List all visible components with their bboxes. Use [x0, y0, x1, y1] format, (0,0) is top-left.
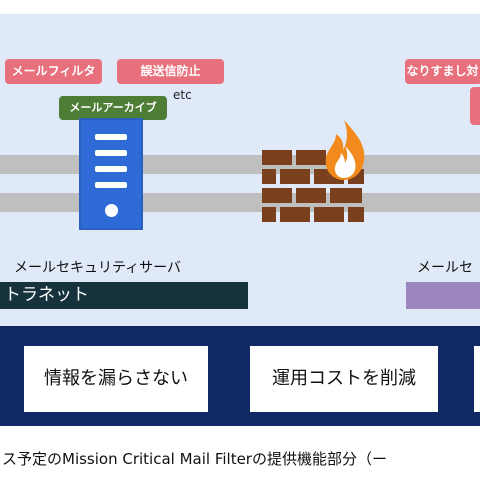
benefit-right-partial — [474, 346, 480, 412]
mail-pipe-lower — [0, 193, 480, 212]
server-slot — [95, 182, 127, 188]
right-server-label: メールセ — [417, 260, 473, 276]
figure-caption: ス予定のMission Critical Mail Filterの提供機能部分（… — [2, 450, 387, 468]
benefit-no-leak: 情報を漏らさない — [24, 346, 208, 412]
firewall-icon — [262, 120, 365, 222]
mail-security-server-label: メールセキュリティサーバ — [14, 260, 182, 276]
tag-mail-filter: メールフィルタ — [5, 59, 102, 84]
tag-mail-archive: メールアーカイブ — [59, 96, 167, 120]
server-slot — [95, 150, 127, 156]
server-icon — [79, 118, 143, 230]
server-slot — [95, 166, 127, 172]
server-slot — [95, 134, 127, 140]
benefit-reduce-cost: 運用コストを削減 — [250, 346, 438, 412]
etc-label: etc — [173, 88, 192, 102]
top-margin — [0, 0, 480, 14]
tag-right-partial — [470, 87, 480, 125]
flame-icon — [325, 120, 365, 180]
tag-spoofing: なりすまし対 — [405, 59, 480, 84]
tag-misdelivery-prevention: 誤送信防止 — [117, 59, 224, 84]
mail-pipe-upper — [0, 155, 480, 174]
intranet-bar: トラネット — [0, 282, 248, 309]
server-led — [105, 204, 118, 217]
right-network-bar — [406, 282, 480, 309]
